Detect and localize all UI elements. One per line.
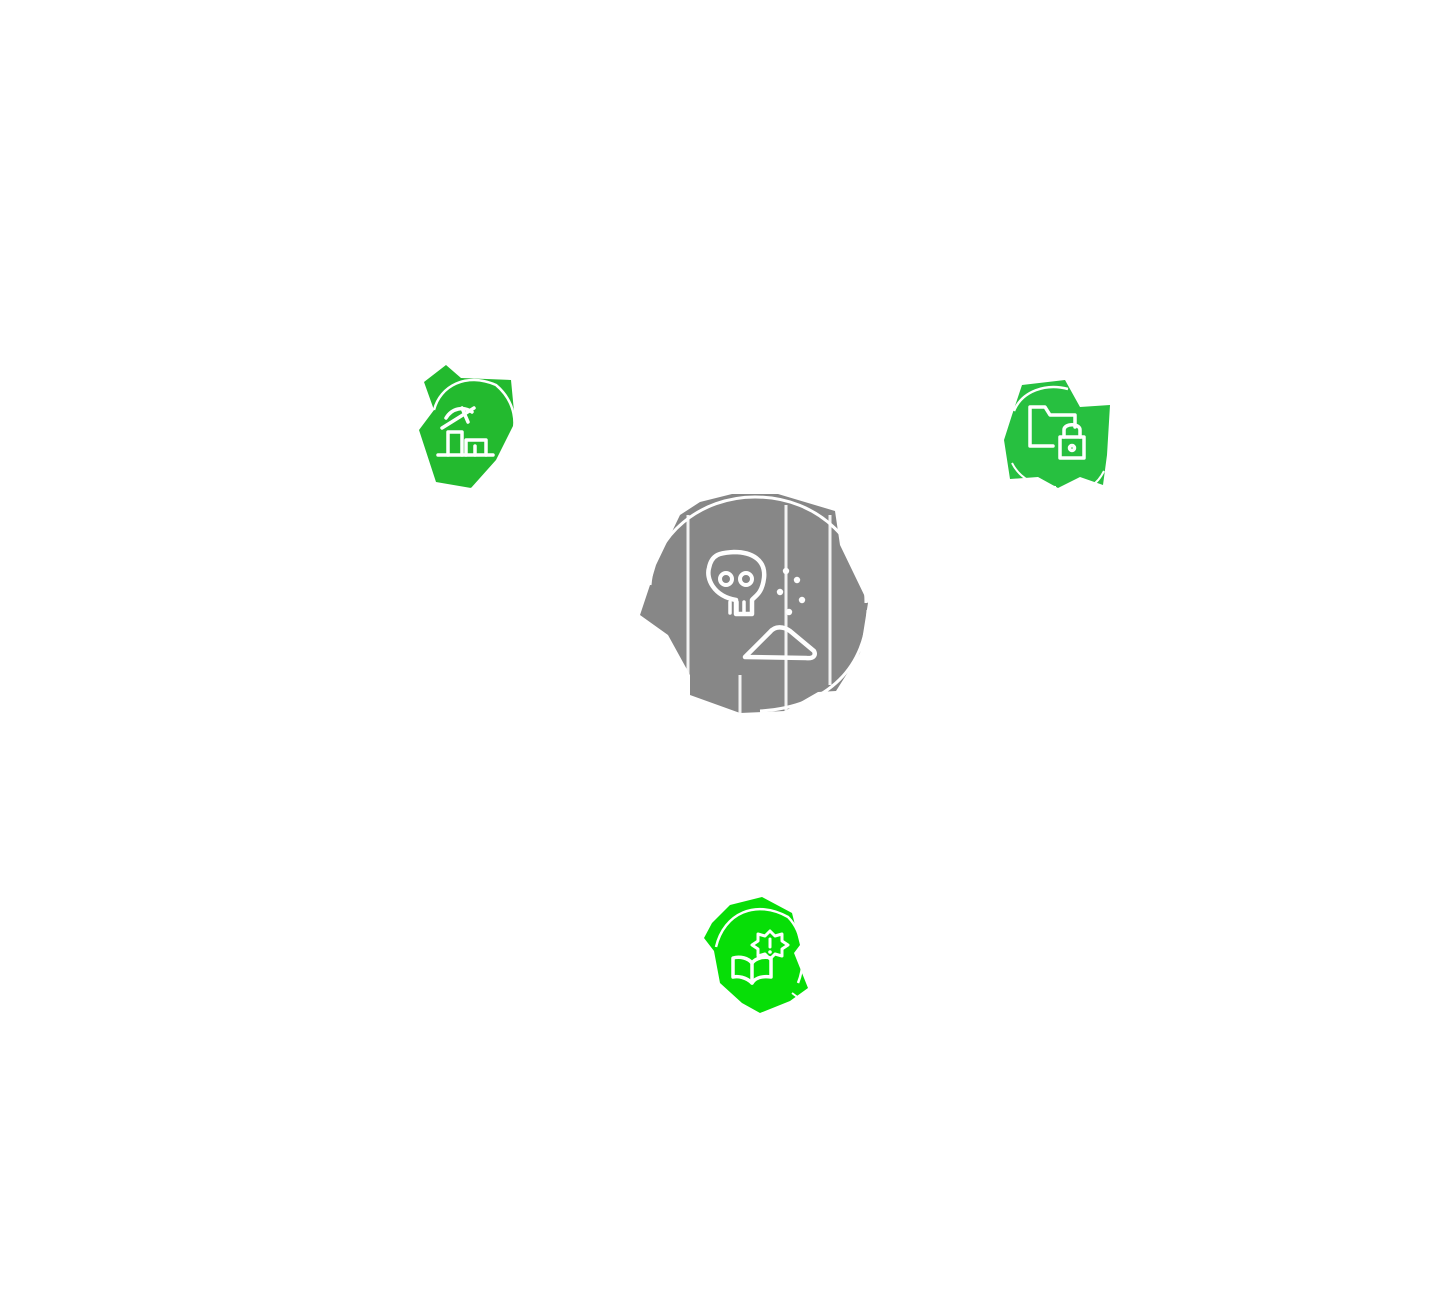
satellite-node-industrial — [416, 360, 520, 494]
industrial-plant-icon — [436, 406, 495, 457]
toxic-powder-icon — [706, 549, 817, 661]
satellite-node-locked-folder — [1000, 375, 1116, 491]
central-blob — [640, 494, 870, 713]
warning-book-icon — [731, 929, 790, 985]
central-node — [630, 485, 880, 720]
satellite-blob — [419, 365, 516, 491]
satellite-node-warning-book — [700, 893, 812, 1013]
locked-folder-icon — [1028, 405, 1086, 460]
satellite-blob — [703, 897, 808, 1013]
satellite-blob — [1004, 380, 1110, 488]
